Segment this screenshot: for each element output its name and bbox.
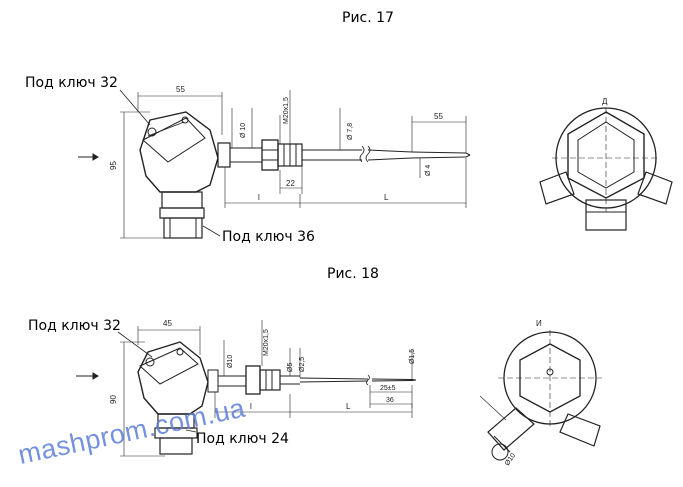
fig17-dim-l: l — [258, 193, 260, 202]
fig18-dim-diameter-1: Ø10 — [227, 355, 234, 368]
fig18-dim-l: l — [250, 402, 252, 411]
fig17-dim-diameter-1: Ø 10 — [240, 123, 247, 138]
fig18-dim-thread: M20x1,5 — [263, 329, 270, 356]
fig18-dim-head-width: 45 — [163, 319, 172, 328]
fig17-dim-thread: M20x1,5 — [283, 97, 290, 124]
fig18-dim-height: 90 — [109, 395, 118, 404]
figure-17-side-view — [78, 89, 471, 239]
fig17-dim-height: 95 — [109, 161, 118, 170]
fig17-view-letter: Д — [602, 97, 608, 106]
fig17-dim-diameter-3: Ø 4 — [425, 165, 432, 176]
fig18-dim-tip-diameter: Ø1,5 — [409, 349, 416, 364]
fig17-dim-L: L — [384, 193, 389, 202]
fig17-dim-diameter-2: Ø 7,8 — [347, 123, 354, 140]
fig17-dim-head-width: 55 — [176, 85, 185, 94]
fig18-view-letter: И — [536, 319, 542, 328]
figure-18-title: Рис. 18 — [327, 266, 379, 282]
figure-18-end-view — [479, 330, 602, 461]
fig18-dim-L: L — [346, 402, 351, 411]
fig18-dim-cable-diameter: Ø10 — [504, 452, 517, 467]
figure-17-wrench-callout-lower: Под ключ 36 — [222, 229, 315, 245]
fig17-dim-tip-length: 55 — [434, 112, 443, 121]
figure-17-end-view — [539, 107, 673, 231]
figure-17-title: Рис. 17 — [342, 10, 394, 26]
fig18-dim-tip-offset: 36 — [386, 397, 394, 404]
fig17-dim-fitting-length: 22 — [286, 179, 295, 188]
figure-18-wrench-callout-upper: Под ключ 32 — [28, 318, 121, 334]
figure-17-wrench-callout-upper: Под ключ 32 — [25, 75, 118, 91]
fig18-dim-diameter-2: Ø5 — [287, 363, 294, 372]
figure-18-wrench-callout-lower: Под ключ 24 — [196, 431, 289, 447]
figure-18-side-view — [76, 320, 417, 457]
fig18-dim-diameter-3: Ø2,5 — [299, 357, 306, 372]
fig18-dim-tip-length: 25±5 — [380, 385, 396, 392]
